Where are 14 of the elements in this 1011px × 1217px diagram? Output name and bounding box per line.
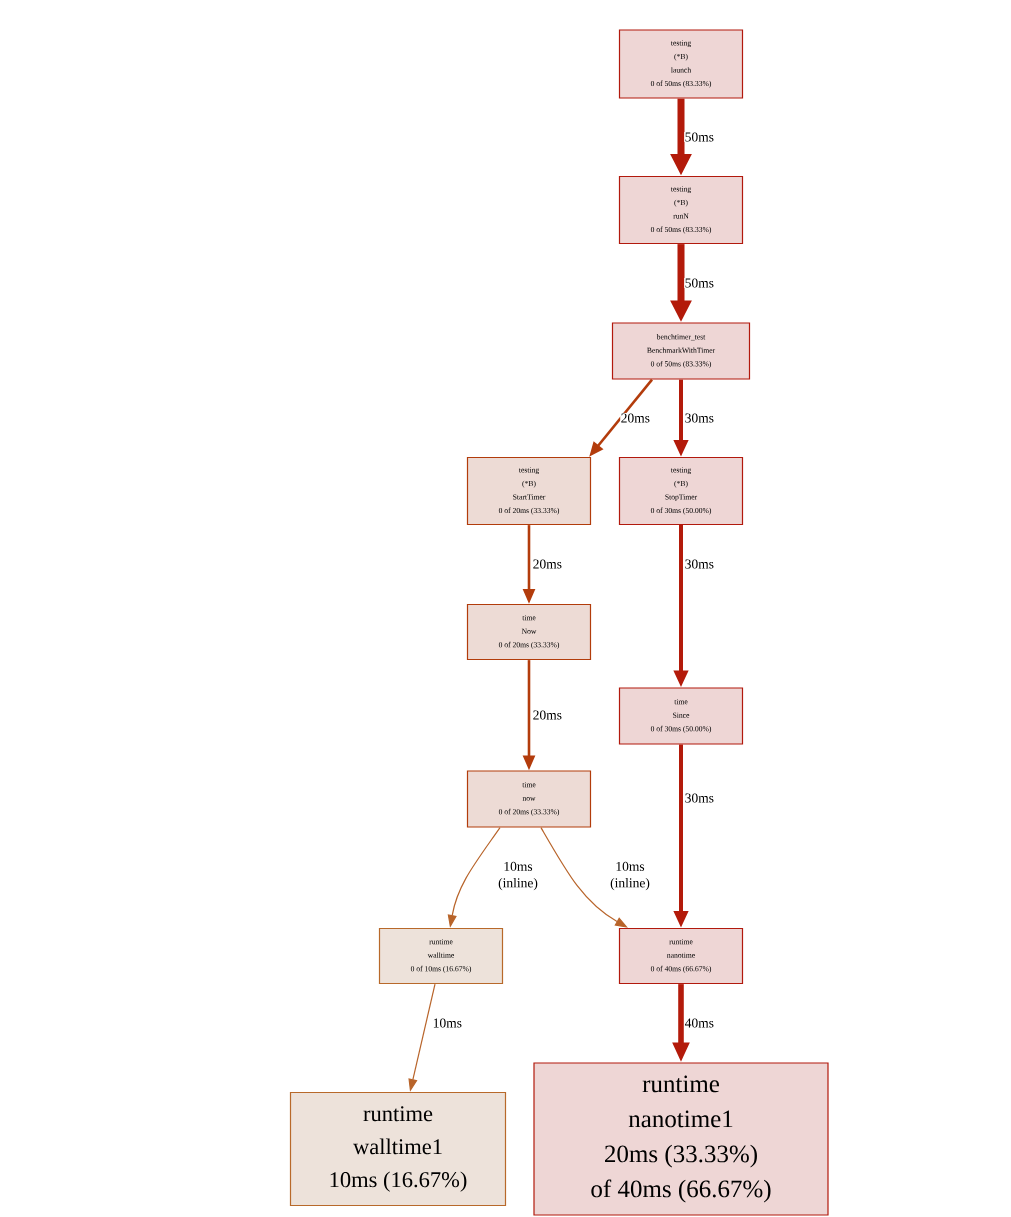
edge-label: 30ms bbox=[684, 412, 715, 424]
edge-label: 10ms (inline) bbox=[604, 861, 656, 891]
edge-label: 10ms (inline) bbox=[492, 861, 544, 891]
edge-label: 30ms bbox=[684, 558, 715, 570]
edge-label: 50ms bbox=[684, 277, 715, 289]
function-box: runtime nanotime1 20ms (33.33%) of 40ms (66.67%) bbox=[533, 1062, 829, 1216]
edge-label: 20ms bbox=[532, 709, 563, 721]
function-box: runtime walltime1 10ms (16.67%) bbox=[289, 1091, 507, 1207]
edge-label: 20ms bbox=[620, 412, 651, 424]
edge-label: 40ms bbox=[684, 1017, 715, 1029]
edge-label: 50ms bbox=[684, 131, 715, 143]
edge-label: 10ms bbox=[432, 1017, 463, 1029]
edge-label: 20ms bbox=[532, 558, 563, 570]
edge-label: 30ms bbox=[684, 792, 715, 804]
